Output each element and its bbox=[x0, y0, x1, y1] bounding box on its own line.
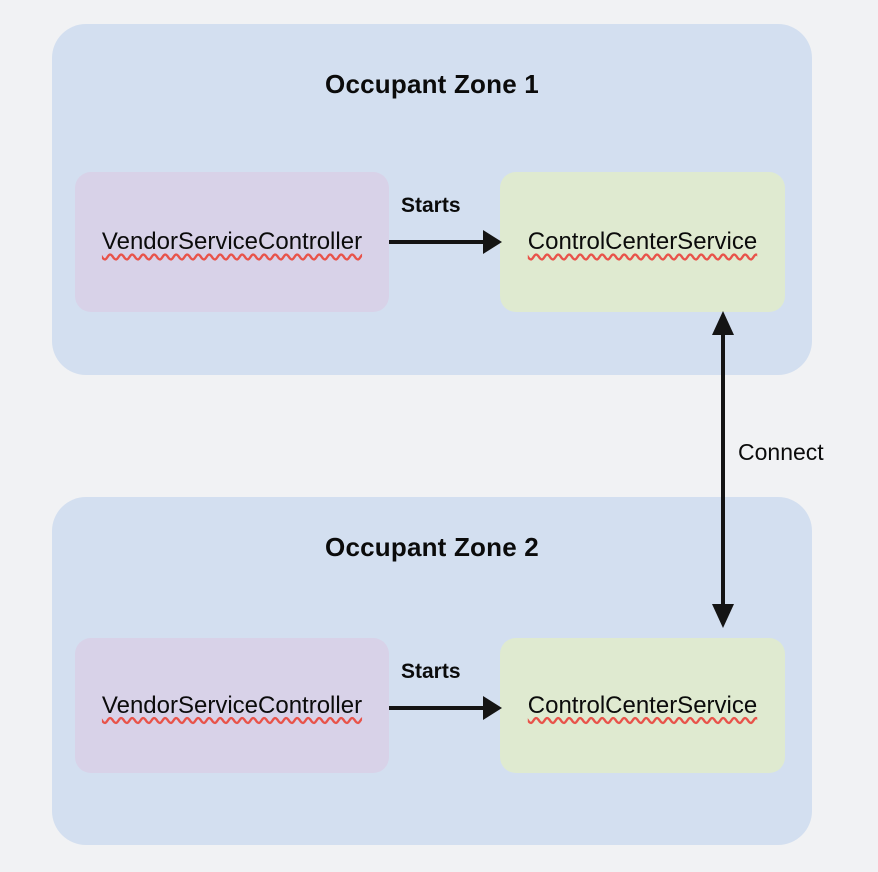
arrow-down-icon bbox=[712, 604, 734, 628]
edge-label-starts-2: Starts bbox=[401, 660, 461, 683]
edge-line bbox=[389, 240, 484, 244]
node-control-center-service-1[interactable]: ControlCenterService bbox=[500, 172, 785, 312]
edge-label-starts-1: Starts bbox=[401, 194, 461, 217]
node-label: VendorServiceController bbox=[101, 691, 363, 719]
node-label: ControlCenterService bbox=[527, 228, 758, 255]
edge-starts-2: Starts bbox=[389, 660, 502, 728]
node-label: ControlCenterService bbox=[527, 691, 758, 719]
node-vendor-service-controller-2[interactable]: VendorServiceController bbox=[75, 638, 389, 773]
node-vendor-service-controller-1[interactable]: VendorServiceController bbox=[75, 172, 389, 312]
arrow-up-icon bbox=[712, 311, 734, 335]
zone-title-2: Occupant Zone 2 bbox=[325, 532, 539, 562]
edge-line bbox=[389, 706, 484, 710]
node-label: VendorServiceController bbox=[101, 228, 363, 255]
edge-line bbox=[721, 331, 725, 608]
arrow-right-icon bbox=[483, 230, 502, 254]
edge-starts-1: Starts bbox=[389, 194, 502, 262]
edge-connect: Connect bbox=[710, 311, 824, 628]
zone-title-1: Occupant Zone 1 bbox=[325, 69, 539, 99]
edge-label-connect: Connect bbox=[738, 439, 824, 465]
node-control-center-service-2[interactable]: ControlCenterService bbox=[500, 638, 785, 773]
arrow-right-icon bbox=[483, 696, 502, 720]
